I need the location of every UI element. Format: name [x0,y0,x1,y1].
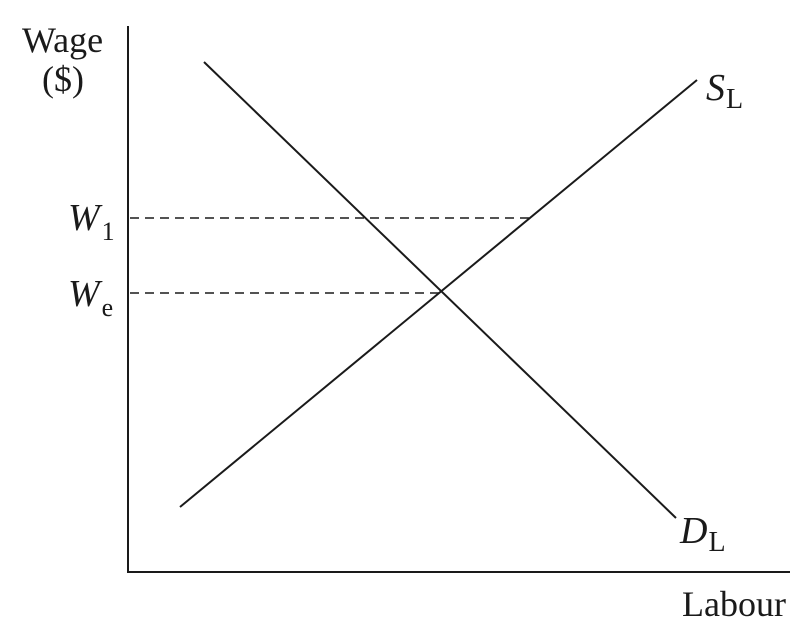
y-axis-label-line2: ($) [42,59,84,99]
wage-level-w1-label: W1 [68,197,115,246]
demand-curve-label: DL [679,510,726,558]
y-axis-label-line1: Wage [22,20,103,60]
supply-curve-label: SL [706,67,743,115]
labour-demand-curve [203,61,677,519]
x-axis-label: Labour [682,584,786,624]
wage-level-we-label: We [68,273,113,322]
labour-supply-curve [179,79,698,508]
